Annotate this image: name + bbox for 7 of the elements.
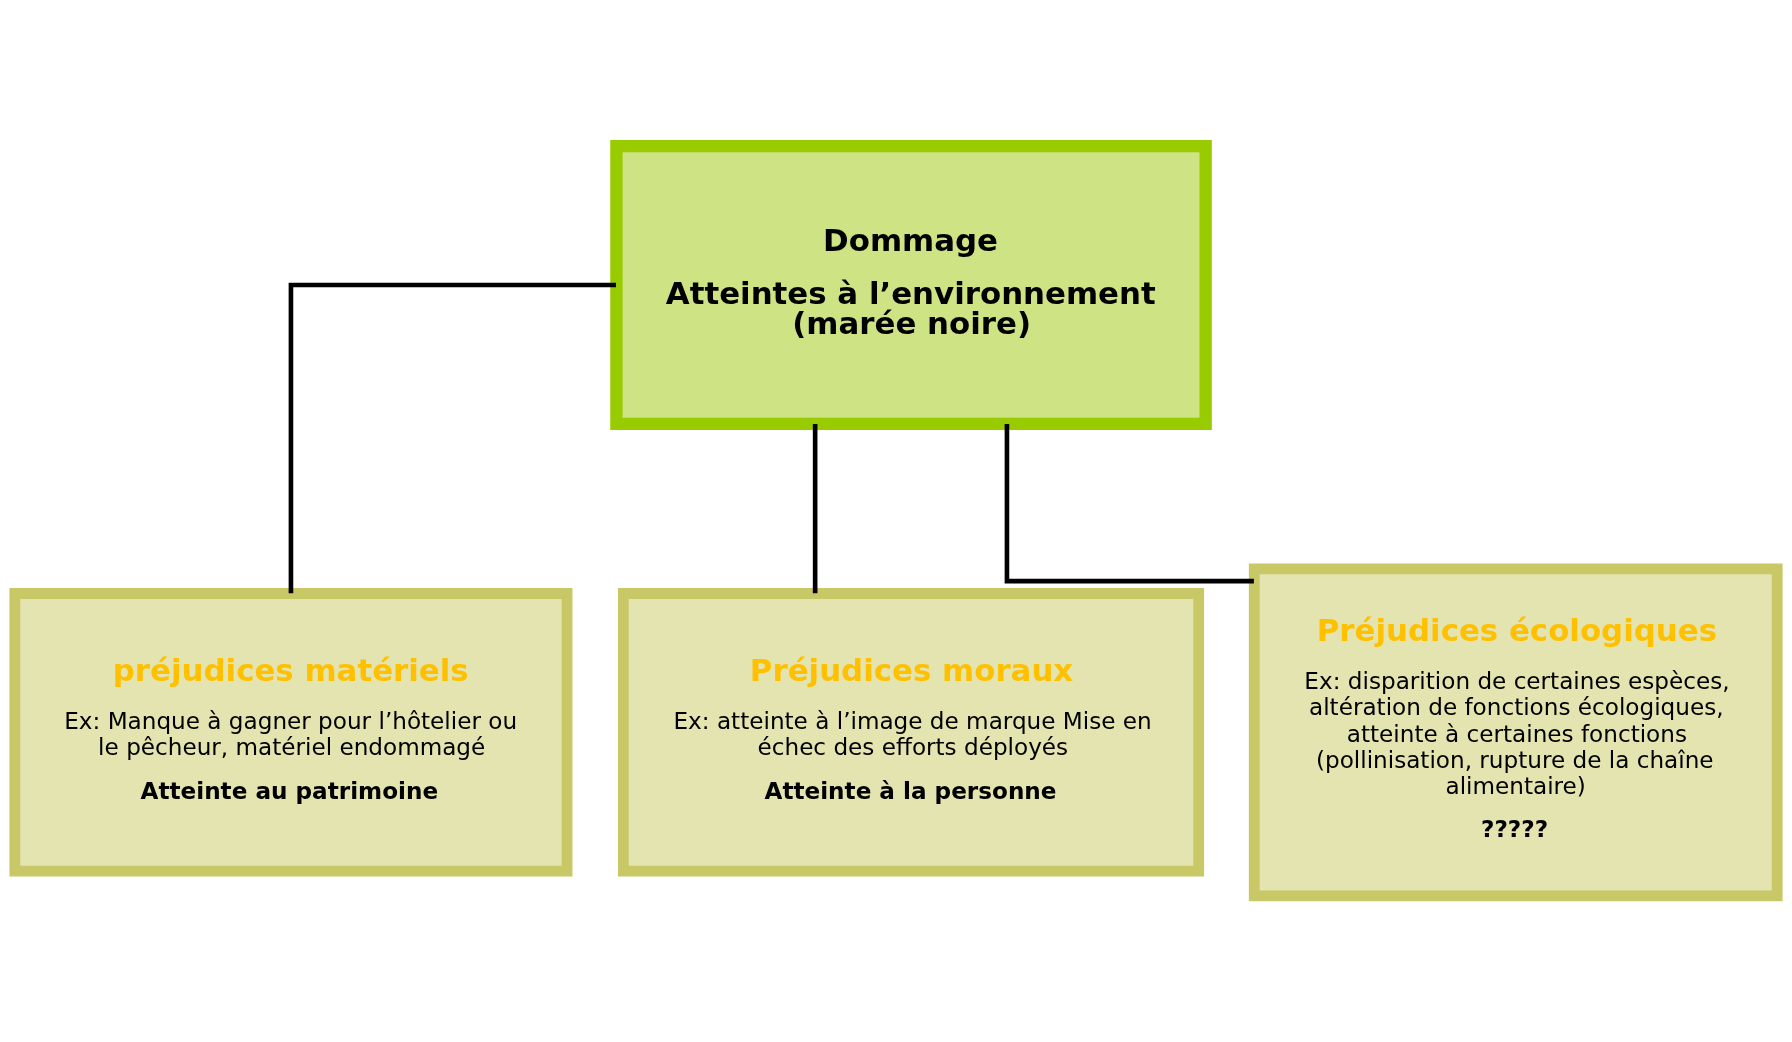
connector	[1004, 424, 1254, 584]
connector	[812, 424, 818, 594]
node-box: Préjudices écologiques Ex: disparition de certaines espèces, altération de fonctions écologiques, atteinte à certaines fonctions (pollinisation, rupture de la chaîne alimentaire) ?????	[1248, 563, 1783, 902]
node-box: Dommage Atteintes à l’environnement (marée noire)	[610, 140, 1212, 430]
node-box: Préjudices moraux Ex: atteinte à l’image de marque Mise en échec des efforts déployés Atteinte à la personne	[617, 588, 1205, 877]
connector	[288, 282, 616, 594]
node-box: préjudices matériels Ex: Manque à gagner pour l’hôtelier ou le pêcheur, matériel endommagé Atteinte au patrimoine	[9, 588, 573, 877]
